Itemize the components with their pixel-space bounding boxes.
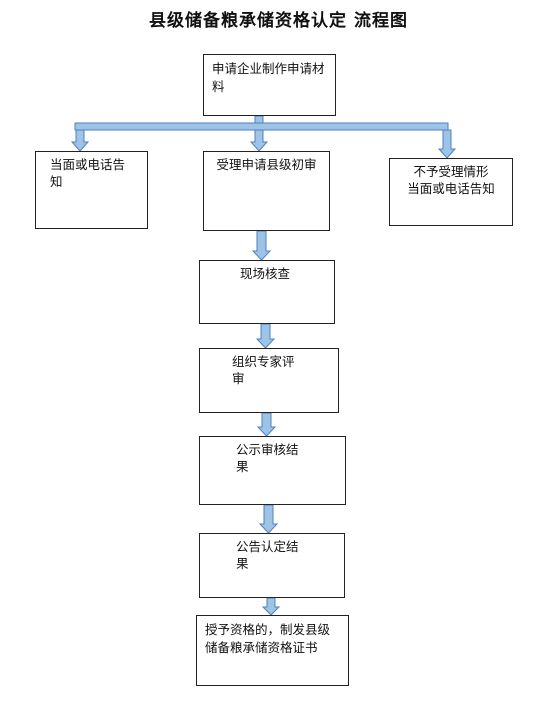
step-notify-left-label: 当面或电话告知 [50,157,126,189]
step-reject-line2: 当面或电话告知 [407,181,495,196]
step-notify-left: 当面或电话告知 [35,151,148,229]
step-apply: 申请企业制作申请材料 [203,54,336,116]
step-reject-line1: 不予受理情形 [413,164,489,179]
step-accept-label: 受理申请县级初审 [216,157,317,172]
step-announce: 公告认定结果 [199,533,345,598]
step-publicize: 公示审核结果 [199,436,346,505]
page-title: 县级储备粮承储资格认定 流程图 [149,11,408,31]
step-publicize-label: 公示审核结果 [236,442,299,474]
connector-bar [74,122,449,131]
step-apply-label: 申请企业制作申请材料 [212,61,325,94]
arrow-to-notify-left [70,129,90,152]
arrow-to-grant [261,597,281,616]
step-inspect-label: 现场核查 [240,266,291,281]
step-review-label: 组织专家评审 [232,354,295,386]
arrow-to-announce [258,504,279,534]
arrow-to-accept [249,129,269,152]
step-announce-label: 公告认定结果 [236,539,299,571]
step-grant: 授予资格的，制发县级储备粮承储资格证书 [196,615,349,686]
step-review: 组织专家评审 [199,348,339,413]
step-grant-label: 授予资格的，制发县级储备粮承储资格证书 [205,622,331,655]
step-accept: 受理申请县级初审 [203,151,330,231]
arrow-to-reject [437,129,457,159]
arrow-to-review [255,323,276,349]
step-reject: 不予受理情形 当面或电话告知 [389,158,513,226]
arrow-to-inspect [251,230,272,261]
step-inspect: 现场核查 [199,260,335,324]
arrow-to-publicize [256,412,277,437]
